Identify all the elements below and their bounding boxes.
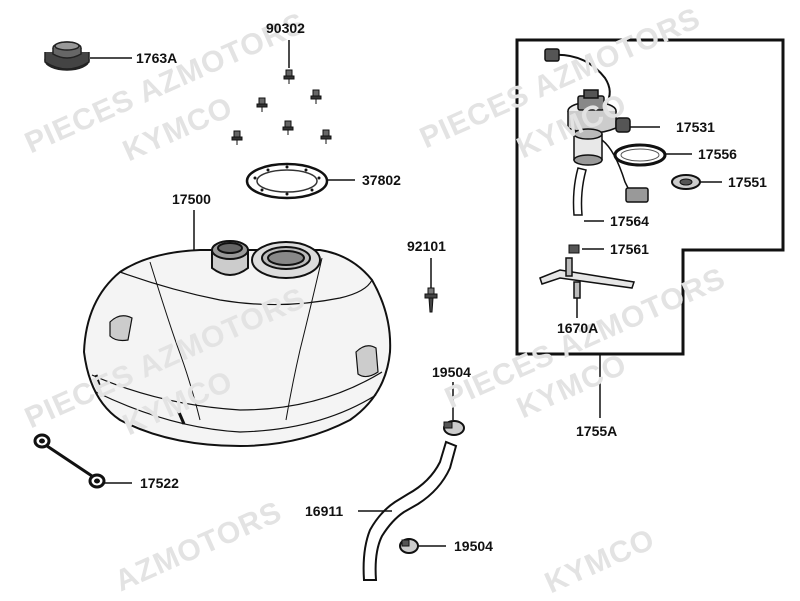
filter-icon xyxy=(671,174,701,190)
label-screw: 90302 xyxy=(266,20,305,36)
bracket-icon xyxy=(539,257,635,299)
label-clip: 17561 xyxy=(610,241,649,257)
bolt-icon xyxy=(424,287,438,313)
fuel-tank-icon xyxy=(82,240,392,448)
fuel-pump-icon xyxy=(544,48,649,203)
label-clamp-upper: 19504 xyxy=(432,364,471,380)
fuel-cap-icon xyxy=(44,41,90,71)
label-drain-tube: 17522 xyxy=(140,475,179,491)
label-bolt: 92101 xyxy=(407,238,446,254)
label-gasket: 37802 xyxy=(362,172,401,188)
pump-group-frame xyxy=(515,38,785,356)
label-fuel-tank: 17500 xyxy=(172,191,211,207)
screw-icons xyxy=(231,69,332,145)
label-hose: 16911 xyxy=(305,503,344,519)
label-pump-connector: 17531 xyxy=(676,119,715,135)
clamp-upper-icon xyxy=(443,420,465,436)
pump-seal-icon xyxy=(613,143,667,167)
clip-icon xyxy=(568,244,580,254)
label-bracket: 1670A xyxy=(557,320,599,336)
label-pump-hose: 17564 xyxy=(610,213,649,229)
drain-tube-icon xyxy=(33,433,106,489)
label-filter: 17551 xyxy=(728,174,767,190)
hose-icon xyxy=(362,440,458,581)
label-pump-assembly: 1755A xyxy=(576,423,618,439)
gasket-icon xyxy=(245,162,329,200)
label-clamp-lower: 19504 xyxy=(454,538,493,554)
pump-hose-icon xyxy=(572,167,587,216)
label-pump-seal: 17556 xyxy=(698,146,737,162)
clamp-lower-icon xyxy=(399,538,419,554)
label-fuel-cap: 1763A xyxy=(136,50,178,66)
